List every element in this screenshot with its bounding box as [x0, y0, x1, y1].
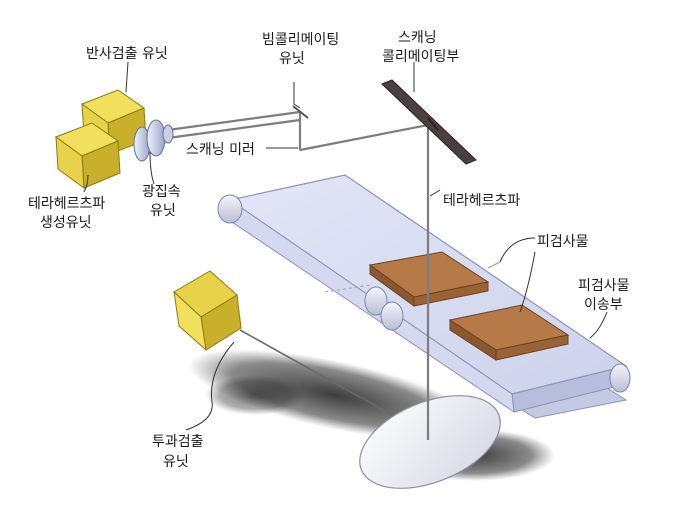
- back-roller: [217, 194, 243, 224]
- label-scanning-mirror: 스캐닝 미러: [186, 142, 255, 158]
- label-transmission-unit-2: 유닛: [163, 454, 189, 470]
- label-scanning-collimating-2: 콜리메이팅부: [382, 49, 459, 65]
- label-specimen: 피검사물: [537, 234, 589, 250]
- leader-lines: [83, 61, 608, 431]
- thz-generator-block: [54, 122, 121, 190]
- label-thz-wave: 테라헤르츠파: [443, 193, 520, 209]
- label-beam-collimating-1: 빔콜리메이팅: [262, 32, 339, 48]
- front-roller: [609, 363, 631, 393]
- drive-roller: [364, 286, 388, 316]
- label-beam-collimating-2: 유닛: [279, 51, 305, 67]
- idler-roller: [380, 301, 404, 331]
- label-specimen-transfer-1: 피검사물: [578, 278, 630, 294]
- scanning-mirror-blade: [381, 79, 477, 165]
- beam-collimating-element: [292, 105, 309, 119]
- label-focusing-unit-2: 유닛: [150, 203, 176, 219]
- label-thz-generation-2: 생성유닛: [40, 215, 92, 231]
- transmission-dish: [359, 395, 501, 489]
- labels: 반사검출 유닛 빔콜리메이팅 유닛 스캐닝 콜리메이팅부 스캐닝 미러 광집속 …: [28, 30, 630, 470]
- label-focusing-unit-1: 광집속: [142, 184, 181, 200]
- label-transmission-unit-1: 투과검출: [152, 434, 204, 450]
- label-reflection-unit: 반사검출 유닛: [86, 46, 168, 62]
- label-thz-generation-1: 테라헤르츠파: [28, 196, 105, 212]
- label-specimen-transfer-2: 이송부: [584, 297, 623, 313]
- specimen-plate-2: [448, 304, 570, 361]
- transmission-detector-block: [173, 270, 411, 426]
- thz-beam-paths: [167, 110, 501, 440]
- focusing-lens: [133, 119, 174, 162]
- label-scanning-collimating-1: 스캐닝: [398, 30, 437, 46]
